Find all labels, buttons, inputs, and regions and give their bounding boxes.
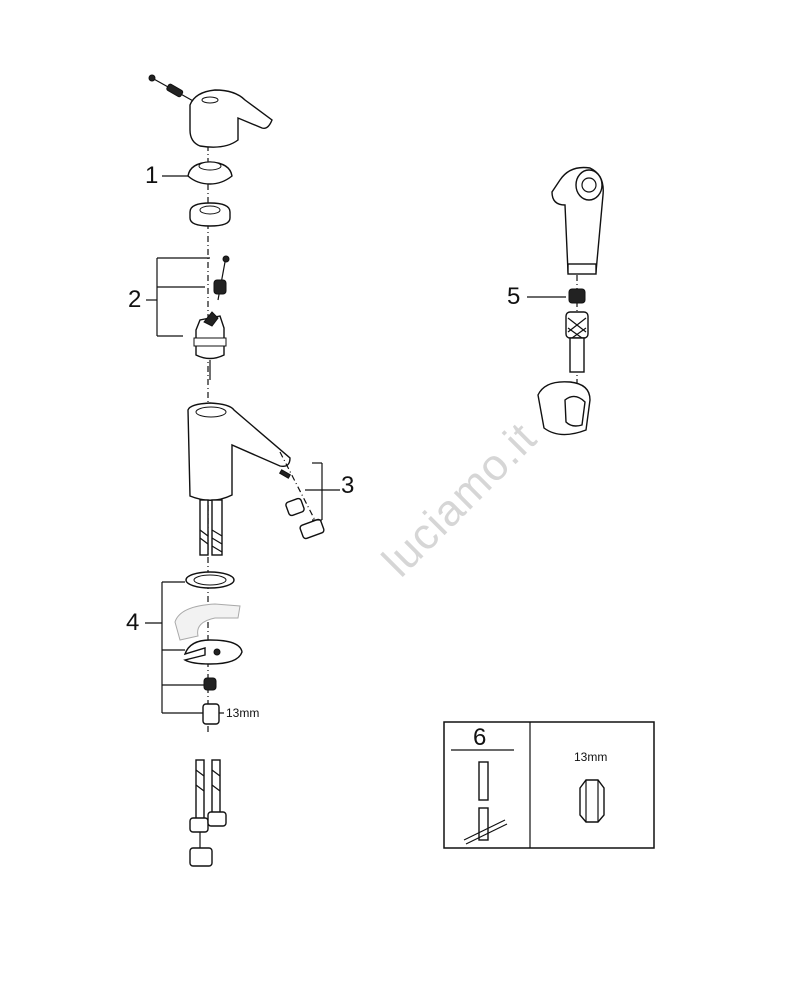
callout-3: 3 (341, 472, 355, 499)
shower-hose-set (537, 288, 591, 436)
basin-mixer-body (187, 402, 291, 501)
callout-4-bracket (145, 581, 205, 714)
cartridge (193, 255, 230, 380)
wrench-size-label: 13mm (574, 750, 608, 764)
callout-5: 5 (507, 283, 521, 310)
lever-handle (148, 74, 273, 148)
retaining-nut (189, 202, 231, 227)
supply-hoses-upper (199, 499, 223, 556)
supply-hoses-lower (189, 759, 227, 867)
callout-4: 4 (126, 609, 140, 636)
callout-6: 6 (473, 724, 487, 751)
t-wrench-icon (463, 761, 508, 845)
hand-shower (551, 166, 604, 275)
cover-cap (187, 161, 233, 185)
13mm-socket-icon (579, 779, 605, 823)
callout-2-bracket (146, 257, 210, 337)
nut-size-label: 13mm (226, 706, 260, 720)
callout-3-bracket (305, 462, 340, 521)
tool-box (443, 721, 655, 849)
callout-2: 2 (128, 286, 142, 313)
aerator-set (278, 469, 325, 540)
aerator-axis (279, 451, 321, 531)
fixing-set (174, 571, 243, 725)
callout-1: 1 (145, 162, 159, 189)
